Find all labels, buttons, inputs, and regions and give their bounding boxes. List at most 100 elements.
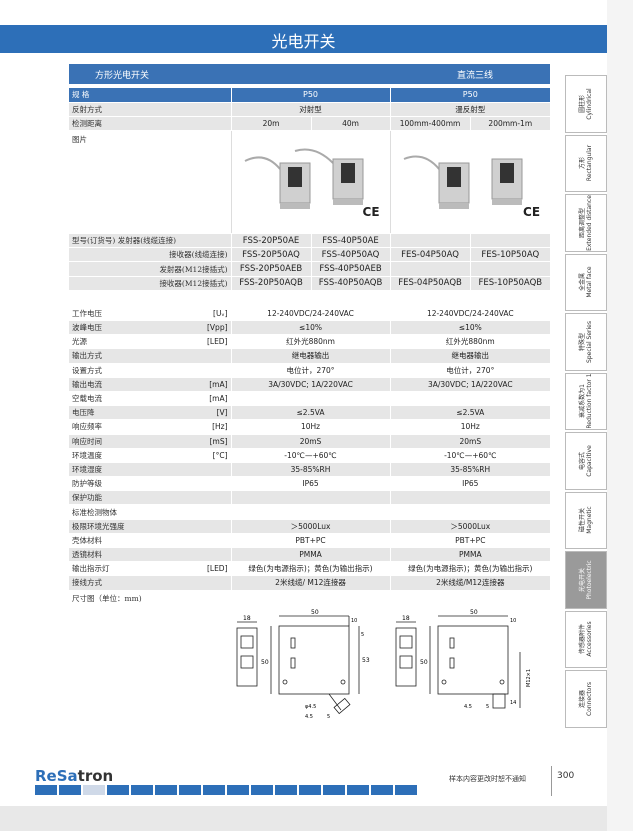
- dimension-row: 尺寸图（单位：mm): [69, 590, 551, 731]
- footer-note: 样本内容更改时恕不通知: [449, 775, 526, 783]
- reflect-2: 漫反射型: [389, 102, 551, 117]
- spec-value-diffuse: 电位计，270°: [389, 363, 551, 378]
- diffuse-sensor-image: [403, 155, 523, 210]
- spec-value-thru-beam: 继电器输出: [230, 348, 391, 364]
- spec-value-thru-beam: PBT+PC: [230, 533, 391, 549]
- spec-value-diffuse: [389, 490, 551, 506]
- spec-value-thru-beam: 35-85%RH: [230, 462, 391, 478]
- distance-label: 检测距离: [69, 116, 232, 132]
- spec-row-unit: [Hz]: [191, 419, 232, 435]
- spec-row-label: 空载电流: [69, 391, 191, 407]
- ce-mark: CE: [362, 205, 380, 220]
- logo-part-a: ReSa: [35, 767, 78, 785]
- model-row-label: 接收器(M12接插式): [69, 276, 232, 291]
- spec-value-diffuse: ＞5000Lux: [389, 519, 551, 534]
- spec-value-diffuse: 绿色(为电源指示)；黄色(为输出指示): [389, 561, 551, 577]
- dim-14: 14: [510, 700, 516, 706]
- dim-50-v: 50: [420, 659, 428, 666]
- photo-thru-beam: CE: [230, 130, 391, 235]
- spec-row: 环境温度[°C]-10℃—+60℃-10℃—+60℃: [69, 448, 551, 463]
- model-number: FSS-40P50AE: [310, 233, 391, 249]
- spec-row-label: 环境温度: [69, 448, 191, 463]
- spec-row-label: 响应频率: [69, 419, 191, 435]
- spec-value-diffuse: PBT+PC: [389, 533, 551, 549]
- spec-row-label: 波峰电压: [69, 320, 191, 336]
- page-title: 光电开关: [271, 32, 336, 51]
- spec-row: 波峰电压[Vpp]≤10%≤10%: [69, 320, 551, 336]
- side-tab-cn: 全金属: [578, 273, 586, 292]
- spec-row: 设置方式电位计，270°电位计，270°: [69, 363, 551, 378]
- spec-row-label: 环境湿度: [69, 462, 191, 478]
- model-row-label: 型号(订货号) 发射器(线缆连接): [69, 233, 232, 249]
- distance-2: 40m: [310, 116, 391, 132]
- distance-3: 100mm-400mm: [389, 116, 471, 132]
- model-number: FSS-20P50AQ: [230, 247, 312, 263]
- model-number: FES-10P50AQ: [469, 247, 551, 263]
- spec-value-thru-beam: PMMA: [230, 547, 391, 563]
- spec-row-label: 输出方式: [69, 348, 191, 364]
- side-tab-en: Capacitive: [586, 444, 593, 477]
- side-tab-cn: 衰减系数为1: [578, 384, 586, 419]
- dim-18: 18: [243, 615, 251, 622]
- model-number: [469, 233, 551, 249]
- model-number: [389, 261, 471, 277]
- side-tab-en: Rectangular: [586, 145, 593, 182]
- model-number: FES-04P50AQ: [389, 247, 471, 263]
- dim-50: 50: [470, 609, 478, 616]
- dim-m12: M12×1: [526, 669, 532, 687]
- spec-row-unit: [191, 462, 232, 478]
- side-tab-cn: 磁性开关: [578, 508, 586, 533]
- spec-value-thru-beam: 绿色(为电源指示)；黄色(为输出指示): [230, 561, 391, 577]
- distance-4: 200mm-1m: [469, 116, 551, 132]
- spec-value-thru-beam: 3A/30VDC; 1A/220VAC: [230, 377, 391, 392]
- spec-row-unit: [mA]: [191, 391, 232, 407]
- spec-value-thru-beam: [230, 504, 391, 520]
- dim-18: 18: [402, 615, 410, 622]
- spec-row: 电压降[V]≤2.5VA≤2.5VA: [69, 405, 551, 421]
- spec-row-unit: [191, 504, 232, 520]
- spec-row: 极限环境光强度＞5000Lux＞5000Lux: [69, 519, 551, 534]
- section-title: 方形光电开关: [95, 71, 150, 81]
- page-number: 300: [557, 771, 575, 781]
- model-number: [389, 233, 471, 249]
- spec-value-thru-beam: ≤10%: [230, 320, 391, 336]
- spec-value-diffuse: IP65: [389, 476, 551, 492]
- spec-value-thru-beam: 10Hz: [230, 419, 391, 435]
- footer-squares: [35, 785, 417, 795]
- spec-value-thru-beam: 红外光880nm: [230, 334, 391, 350]
- side-tab-cn: 特殊型: [578, 332, 586, 351]
- spec-row-label: 壳体材料: [69, 533, 191, 549]
- spec-row-unit: [191, 575, 232, 591]
- model-number: FSS-40P50AQB: [310, 276, 391, 291]
- spec-row-label: 透镜材料: [69, 547, 191, 563]
- dimension-label: 尺寸图（单位：mm): [69, 590, 232, 731]
- side-tab-en: Cylindrical: [586, 88, 593, 120]
- section-bar: 方形光电开关 直流三线: [69, 64, 550, 84]
- spec-row-label: 光源: [69, 334, 191, 350]
- dim-5b: 5: [327, 714, 330, 720]
- model-number: FSS-20P50AE: [230, 233, 312, 249]
